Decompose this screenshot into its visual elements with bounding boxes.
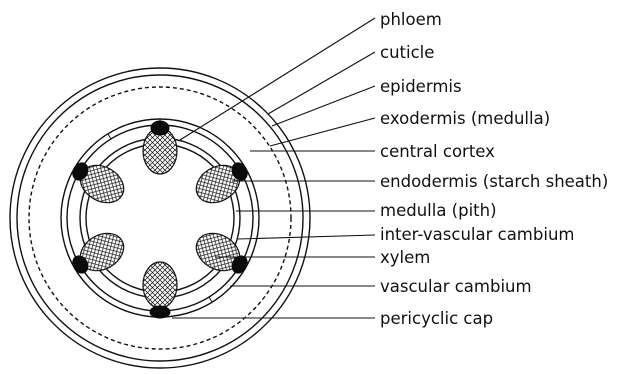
stem-cross-section — [10, 68, 310, 368]
leader-phloem — [180, 18, 375, 140]
vascular-bundle-upper-right — [190, 153, 255, 210]
phloem-bundle — [151, 121, 169, 135]
label-vascular-cambium: vascular cambium — [380, 277, 532, 296]
label-epidermis: epidermis — [380, 77, 462, 96]
label-endodermis: endodermis (starch sheath) — [380, 172, 608, 191]
labels: phloem cuticle epidermis exodermis (medu… — [380, 10, 608, 328]
label-pericyclic-cap: pericyclic cap — [380, 309, 493, 328]
label-central-cortex: central cortex — [380, 142, 495, 161]
cuticle-ring — [10, 68, 310, 368]
vascular-bundle-lower-right — [190, 226, 255, 283]
label-exodermis: exodermis (medulla) — [380, 109, 550, 128]
leader-inter-vascular-cambium — [238, 235, 375, 239]
vascular-bundle-upper-left — [66, 153, 131, 210]
xylem-bundle — [143, 262, 177, 308]
label-phloem: phloem — [380, 10, 442, 29]
leader-epidermis — [272, 86, 375, 126]
leader-exodermis — [270, 118, 375, 146]
label-xylem: xylem — [380, 248, 430, 267]
vascular-bundle-lower-left — [66, 226, 131, 283]
label-cuticle: cuticle — [380, 43, 434, 62]
leader-cuticle — [268, 52, 375, 114]
phloem-bundle — [150, 306, 170, 318]
leader-lines — [172, 18, 375, 318]
label-medulla: medulla (pith) — [380, 201, 497, 220]
vascular-bundle-top — [143, 121, 177, 174]
label-inter-vascular-cambium: inter-vascular cambium — [380, 225, 574, 244]
